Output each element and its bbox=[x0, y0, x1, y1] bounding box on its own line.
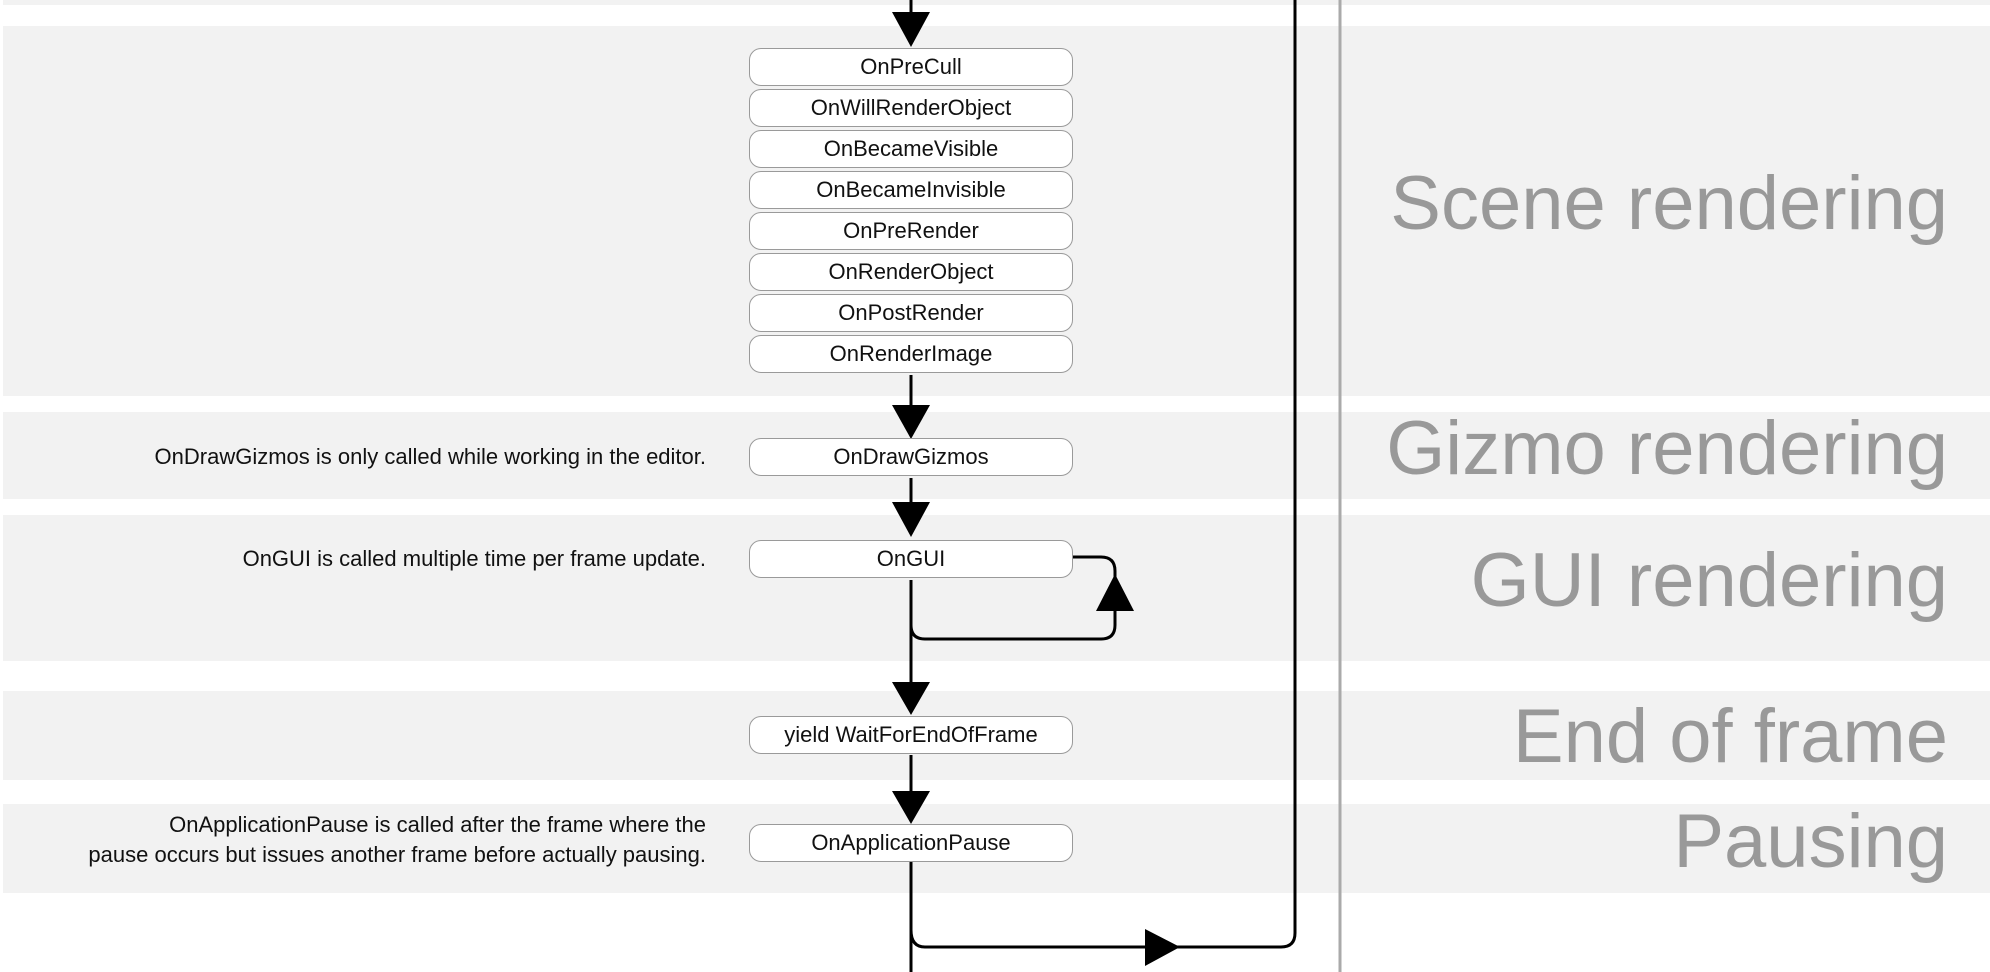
node-onrenderobject: OnRenderObject bbox=[749, 253, 1073, 291]
node-ongui: OnGUI bbox=[749, 540, 1073, 578]
note-onapplicationpause: OnApplicationPause is called after the f… bbox=[88, 810, 706, 870]
node-onprerender: OnPreRender bbox=[749, 212, 1073, 250]
arrow-into-ondrawgizmos bbox=[892, 405, 930, 439]
note-onapplicationpause-line2: pause occurs but issues another frame be… bbox=[88, 842, 706, 867]
frame-return-loop bbox=[909, 0, 1297, 949]
gui-rendering-band bbox=[3, 515, 1990, 661]
node-onpostrender: OnPostRender bbox=[749, 294, 1073, 332]
scene-rendering-band bbox=[3, 26, 1990, 396]
arrow-into-pause bbox=[892, 791, 930, 824]
note-ondrawgizmos: OnDrawGizmos is only called while workin… bbox=[154, 444, 706, 469]
node-ondrawgizmos: OnDrawGizmos bbox=[749, 438, 1073, 476]
section-label-end-of-frame: End of frame bbox=[1512, 694, 1948, 779]
top-band bbox=[3, 0, 1990, 5]
arrow-into-oneprecull bbox=[892, 12, 930, 47]
section-label-gui-rendering: GUI rendering bbox=[1470, 538, 1948, 623]
note-onapplicationpause-line1: OnApplicationPause is called after the f… bbox=[169, 812, 706, 837]
node-onwillrenderobject: OnWillRenderObject bbox=[749, 89, 1073, 127]
node-onbecameinvisible: OnBecameInvisible bbox=[749, 171, 1073, 209]
arrow-into-endframe bbox=[892, 682, 930, 715]
node-onapplicationpause: OnApplicationPause bbox=[749, 824, 1073, 862]
section-label-pausing: Pausing bbox=[1673, 799, 1948, 884]
node-onbecamevisible: OnBecameVisible bbox=[749, 130, 1073, 168]
section-label-scene-rendering: Scene rendering bbox=[1390, 161, 1948, 246]
note-ongui: OnGUI is called multiple time per frame … bbox=[242, 546, 706, 571]
node-onprecull: OnPreCull bbox=[749, 48, 1073, 86]
section-label-gizmo-rendering: Gizmo rendering bbox=[1386, 406, 1948, 491]
arrow-frame-return bbox=[1145, 929, 1180, 966]
node-waitforendofframe: yield WaitForEndOfFrame bbox=[749, 716, 1073, 754]
arrow-into-ongui bbox=[892, 502, 930, 537]
arrow-ongui-loop bbox=[1096, 574, 1134, 611]
ongui-loop bbox=[909, 555, 1117, 641]
node-onrenderimage: OnRenderImage bbox=[749, 335, 1073, 373]
